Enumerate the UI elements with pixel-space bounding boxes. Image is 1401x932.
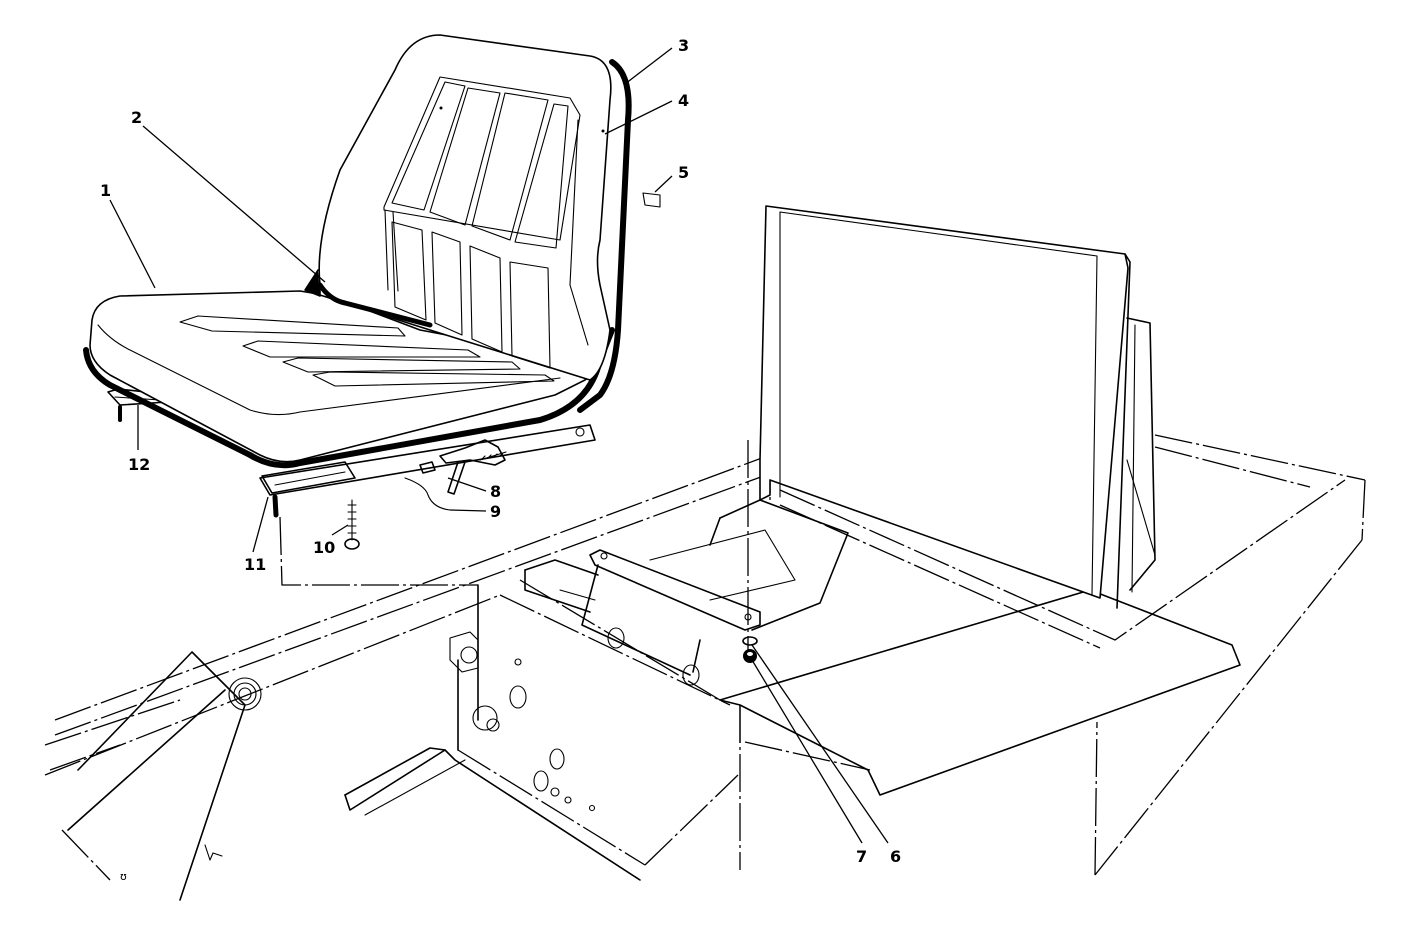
callout-12[interactable]: 12 <box>128 455 151 474</box>
mounting-frame: ʊ <box>44 434 1366 901</box>
leader-lines <box>109 47 889 844</box>
callout-7[interactable]: 7 <box>856 847 868 866</box>
seat-back <box>304 34 632 413</box>
callout-11[interactable]: 11 <box>244 555 267 574</box>
callout-4[interactable]: 4 <box>678 91 690 110</box>
nut-washer-parts <box>742 636 758 663</box>
callout-1[interactable]: 1 <box>100 181 112 200</box>
callout-6[interactable]: 6 <box>890 847 902 866</box>
label-plate-part <box>642 192 661 208</box>
callout-3[interactable]: 3 <box>678 36 690 55</box>
back-panel <box>759 205 1156 609</box>
svg-text:ʊ: ʊ <box>120 870 127 883</box>
callout-10[interactable]: 10 <box>313 538 336 557</box>
callout-2[interactable]: 2 <box>131 108 143 127</box>
seat-cushion <box>83 290 615 469</box>
callout-5[interactable]: 5 <box>678 163 690 182</box>
callout-8[interactable]: 8 <box>490 482 502 501</box>
callout-9[interactable]: 9 <box>490 502 502 521</box>
